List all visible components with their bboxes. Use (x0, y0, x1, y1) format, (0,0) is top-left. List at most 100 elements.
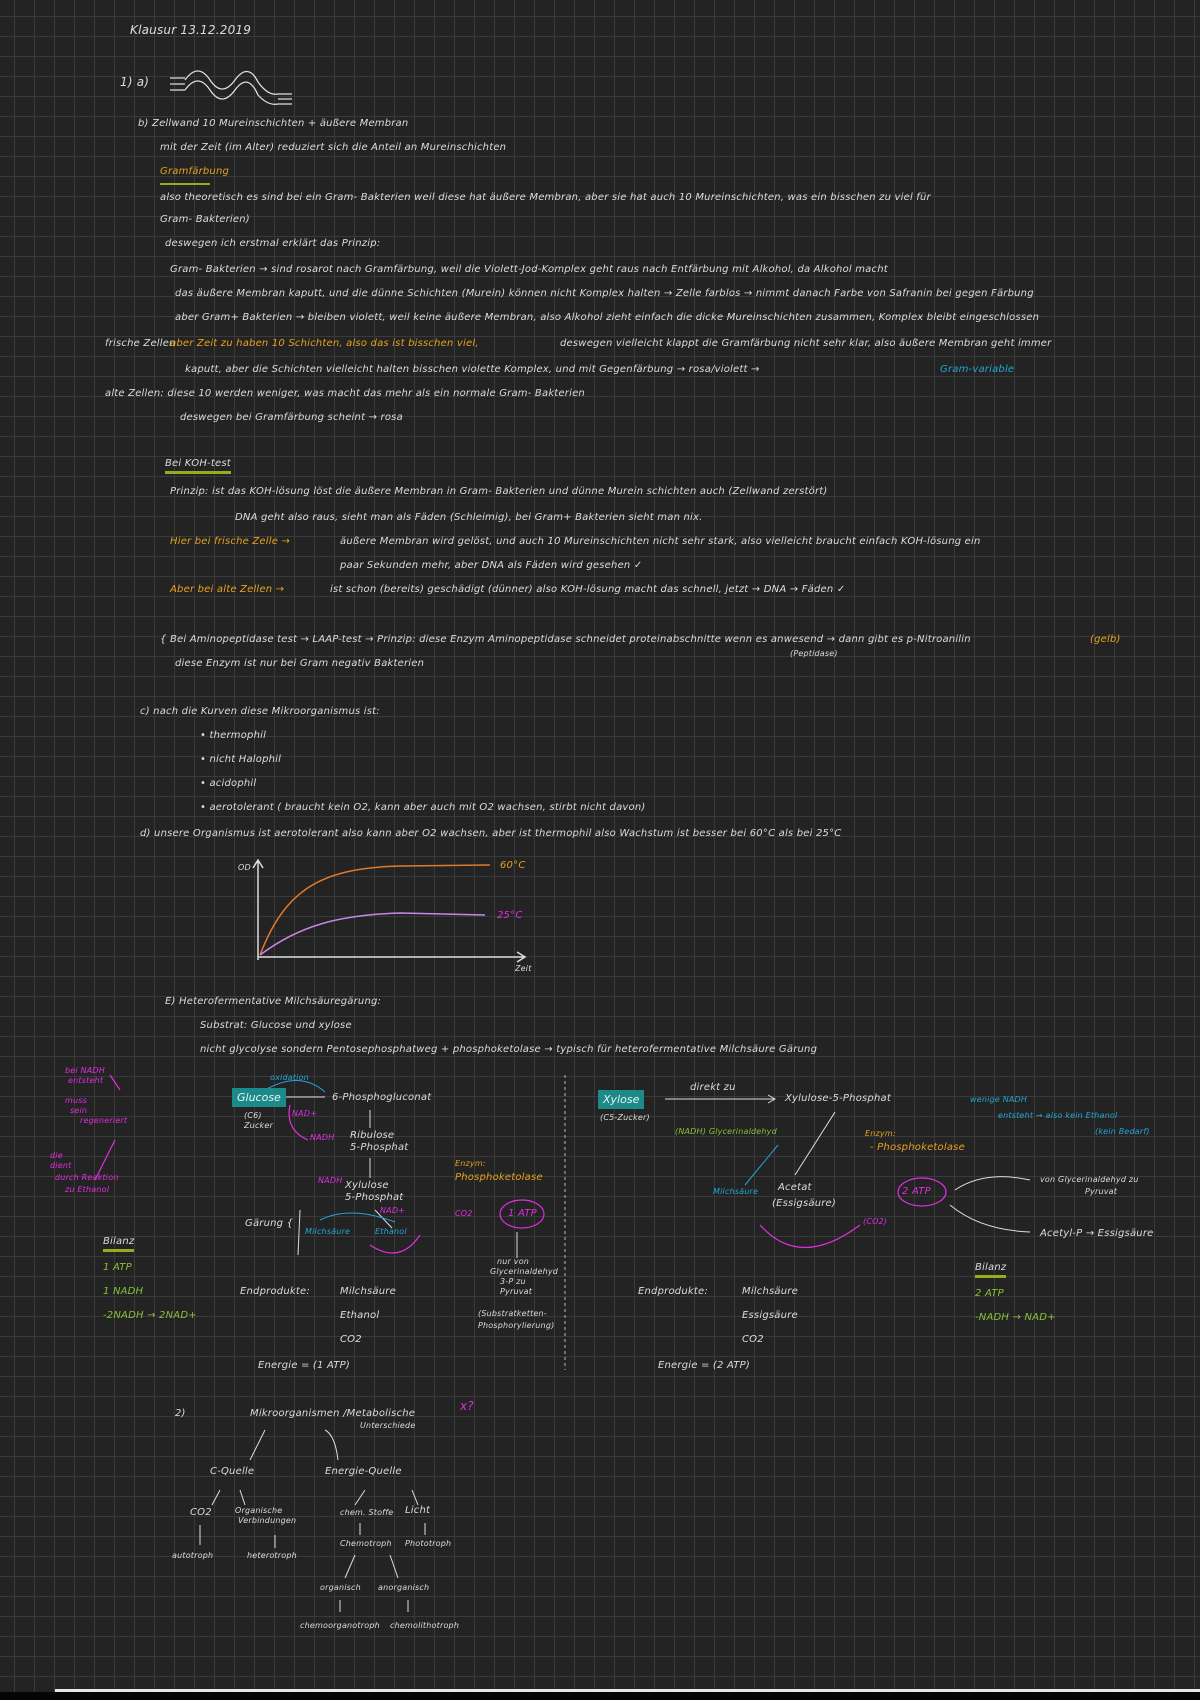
list-item: Milchsäure (742, 1286, 798, 1297)
pathway-node: 5-Phosphat (345, 1192, 404, 1203)
product-label: Ethanol (375, 1227, 407, 1236)
tree-root: Mikroorganismen /Metabolische (250, 1408, 416, 1419)
text-line: deswegen bei Gramfärbung scheint → rosa (180, 412, 403, 423)
side-note: durch Reaktion (55, 1173, 119, 1182)
highlight-orange: (gelb) (1090, 634, 1121, 645)
heading-koh-test: Bei KOH-test (165, 458, 231, 474)
text-line: deswegen vielleicht klappt die Gramfärbu… (560, 338, 1052, 349)
text-line: mit der Zeit (im Alter) reduziert sich d… (160, 142, 507, 153)
text-line: Energie = (1 ATP) (258, 1360, 350, 1371)
side-note: entsteht (68, 1076, 104, 1085)
text-note: NADH (318, 1176, 343, 1185)
text-line: { Bei Aminopeptidase test → LAAP-test → … (160, 634, 971, 645)
pathway-node: Ribulose (350, 1130, 395, 1141)
text-line: deswegen ich erstmal erklärt das Prinzip… (165, 238, 381, 249)
enzyme-label: - Phosphoketolase (870, 1142, 965, 1153)
text-line: b) Zellwand 10 Mureinschichten + äußere … (138, 118, 409, 129)
text-line: Endprodukte: (638, 1286, 708, 1297)
bilanz-item: -2NADH → 2NAD+ (103, 1310, 197, 1321)
text-note: Pyruvat (1085, 1187, 1118, 1196)
tree-node: Energie-Quelle (325, 1466, 402, 1477)
tree-node: Chemotroph (340, 1539, 392, 1548)
question-1a: 1) a) (120, 75, 150, 89)
chart-y-label: OD (238, 863, 251, 872)
tree-node: Verbindungen (238, 1516, 297, 1525)
text-line: Gram- Bakterien → sind rosarot nach Gram… (170, 264, 888, 275)
mark-question: x? (460, 1399, 474, 1413)
text-note: von Glycerinaldehyd zu (1040, 1175, 1139, 1184)
text-line: ist schon (bereits) geschädigt (dünner) … (330, 584, 846, 595)
question-d: d) unsere Organismus ist aerotolerant al… (140, 828, 842, 839)
growth-chart (252, 858, 527, 963)
tree-arrows (199, 1429, 426, 1612)
text-note: (CO2) (863, 1217, 888, 1226)
tree-node: autotroph (172, 1551, 214, 1560)
list-item: • thermophil (200, 730, 267, 741)
text-line: Prinzip: ist das KOH-lösung löst die äuß… (170, 486, 828, 497)
tree-node: CO2 (190, 1507, 212, 1518)
tree-node: chem. Stoffe (340, 1508, 394, 1517)
text-line: kaputt, aber die Schichten vielleicht ha… (185, 364, 760, 375)
product-label: Milchsäure (713, 1187, 759, 1196)
curve-60c (259, 864, 491, 956)
bilanz-heading: Bilanz (103, 1236, 135, 1252)
text-note: Enzym: (865, 1129, 896, 1138)
side-note: regeneriert (80, 1116, 128, 1125)
tree-node: heterotroph (247, 1551, 297, 1560)
tree-node: C-Quelle (210, 1466, 255, 1477)
list-item: Milchsäure (340, 1286, 396, 1297)
text-line: paar Sekunden mehr, aber DNA als Fäden w… (340, 560, 643, 571)
text-note: oxidation (270, 1073, 309, 1082)
chart-label-25c: 25°C (497, 910, 523, 921)
pathway-node: (Essigsäure) (772, 1198, 837, 1209)
text-line: DNA geht also raus, sieht man als Fäden … (235, 512, 703, 523)
bilanz-heading: Bilanz (975, 1262, 1007, 1278)
tree-root: Unterschiede (360, 1421, 416, 1430)
text-line: Gärung { (245, 1218, 294, 1229)
text-note: Pyruvat (500, 1287, 533, 1296)
text-note: NAD+ (380, 1206, 406, 1215)
pathway-node: Acetat (778, 1182, 812, 1193)
text-line: Substrat: Glucose und xylose (200, 1020, 352, 1031)
text-note: Glycerinaldehyd (490, 1267, 559, 1276)
tree-node: chemolithotroph (390, 1621, 460, 1630)
text-line: also theoretisch es sind bei ein Gram- B… (160, 192, 931, 203)
text-line: aber Gram+ Bakterien → bleiben violett, … (175, 312, 1040, 323)
pink-strokes (94, 1074, 947, 1254)
chart-label-60c: 60°C (500, 860, 526, 871)
product-label: Milchsäure (305, 1227, 351, 1236)
atp-label: 1 ATP (508, 1208, 537, 1219)
pathway-node: 6-Phosphogluconat (332, 1092, 432, 1103)
glucose-box: Glucose (232, 1088, 286, 1107)
list-item: CO2 (340, 1334, 362, 1345)
bottom-edge (55, 1689, 1200, 1692)
text-line: frische Zellen (105, 338, 176, 349)
bottom-shadow (0, 1692, 1200, 1700)
question-c: c) nach die Kurven diese Mikroorganismus… (140, 706, 380, 717)
page-title: Klausur 13.12.2019 (130, 23, 252, 37)
side-note: die (50, 1151, 63, 1160)
text-note: (kein Bedarf) (1095, 1127, 1150, 1136)
text-note: entsteht → also kein Ethanol (998, 1111, 1118, 1120)
tree-node: Phototroph (405, 1539, 452, 1548)
text-note: nur von (497, 1257, 530, 1266)
list-item: CO2 (742, 1334, 764, 1345)
text-note: (C5-Zucker) (600, 1113, 650, 1122)
text-line: nicht glycolyse sondern Pentosephosphatw… (200, 1044, 818, 1055)
list-item: • acidophil (200, 778, 257, 789)
text-note: wenige NADH (970, 1095, 1028, 1104)
text-line: diese Enzym ist nur bei Gram negativ Bak… (175, 658, 425, 669)
text-note: (Substratketten- (478, 1309, 547, 1318)
side-note: bei NADH (65, 1066, 105, 1075)
list-item: • nicht Halophil (200, 754, 282, 765)
side-note: muss (65, 1096, 87, 1105)
tree-node: anorganisch (378, 1583, 430, 1592)
question-e: E) Heterofermentative Milchsäuregärung: (165, 996, 382, 1007)
bilanz-item: 1 NADH (103, 1286, 144, 1297)
list-item: • aerotolerant ( braucht kein O2, kann a… (200, 802, 646, 813)
bilanz-item: 2 ATP (975, 1288, 1004, 1299)
highlight-orange: Aber bei alte Zellen → (170, 584, 285, 595)
side-note: sein (70, 1106, 88, 1115)
text-line: alte Zellen: diese 10 werden weniger, wa… (105, 388, 585, 399)
